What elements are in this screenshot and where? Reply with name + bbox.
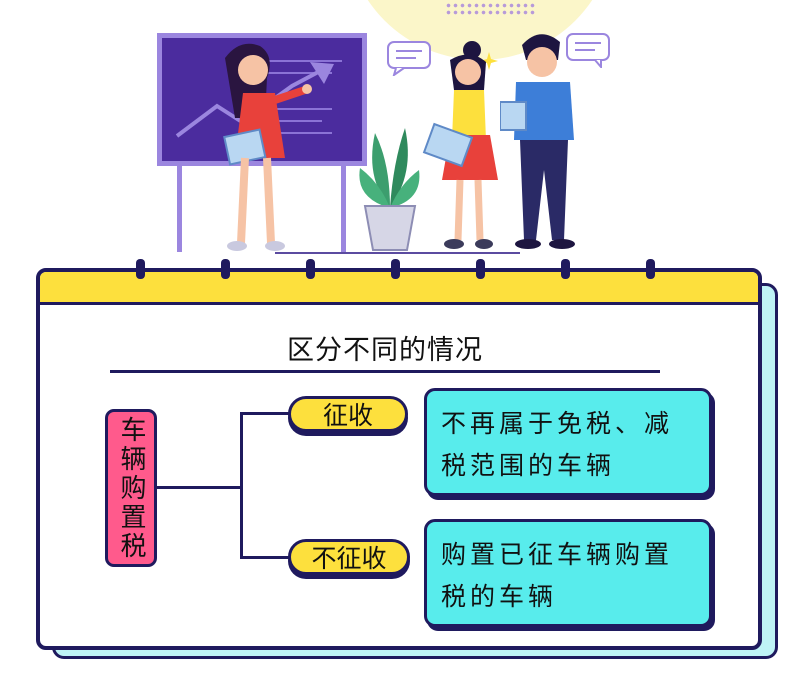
title-underline	[110, 370, 660, 373]
connector-line	[240, 412, 290, 415]
branch-label-not-collect: 不征收	[288, 539, 410, 575]
binder-ring	[561, 259, 570, 279]
branch-detail-not-collect: 购置已征车辆购置税的车辆	[424, 519, 712, 627]
binder-ring	[476, 259, 485, 279]
board-leg	[341, 166, 346, 252]
binder-ring	[391, 259, 400, 279]
binder-ring	[306, 259, 315, 279]
man-icon	[500, 34, 575, 249]
diagram-title: 区分不同的情况	[287, 335, 483, 366]
root-node-label: 车辆购置税	[116, 415, 146, 561]
woman-with-clipboard-icon	[422, 41, 498, 249]
decorative-dots	[445, 2, 535, 16]
branch-detail-collect: 不再属于免税、减税范围的车辆	[424, 388, 712, 496]
connector-line	[240, 412, 243, 559]
binder-ring	[136, 259, 145, 279]
branch-label-collect: 征收	[288, 396, 408, 432]
speech-bubble-icon	[387, 41, 431, 76]
root-node: 车辆购置税	[105, 409, 157, 567]
floor-line	[275, 252, 520, 254]
presenter-woman-icon	[223, 43, 312, 251]
connector-line	[157, 486, 242, 489]
potted-plant-icon	[359, 128, 420, 251]
sparkle-icon	[480, 52, 498, 70]
binder-ring	[646, 259, 655, 279]
speech-bubble-icon	[566, 33, 610, 68]
connector-line	[240, 556, 290, 559]
binder-ring	[221, 259, 230, 279]
board-leg	[177, 166, 182, 252]
